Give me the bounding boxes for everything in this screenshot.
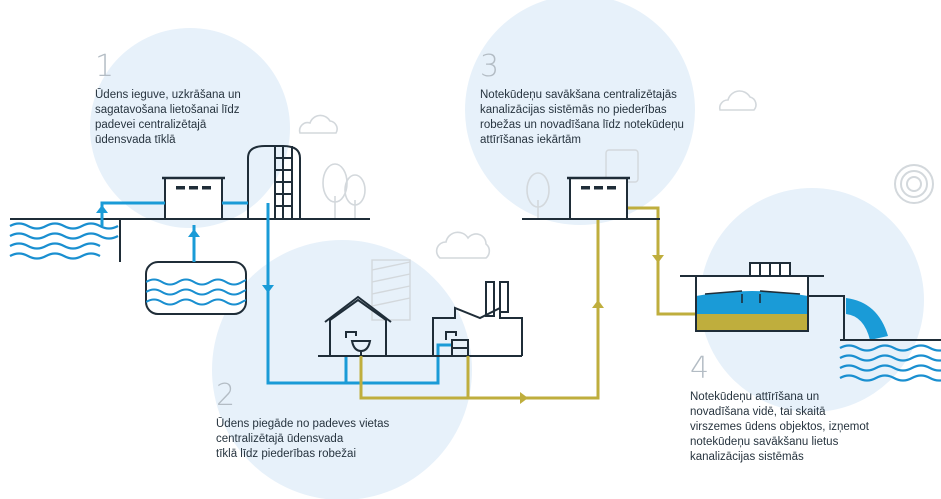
clean-water-arrows [96,205,274,293]
cloud-icon [718,90,757,111]
step-number: 2 [216,378,236,413]
tree-icon [322,163,366,219]
description-line: sagatavošana lietošanai līdz [95,104,240,116]
step-description: Ūdens ieguve, uzkrāšana un sagatavošana … [95,88,270,148]
description-line: attīrīšanas iekārtām [480,134,581,146]
description-line: Notekūdeņu attīrīšana un [690,391,820,403]
description-line: kanalizācijas sistēmās no piederības [480,104,667,116]
step-4: 4 Notekūdeņu attīrīšana un novadīšana vi… [690,352,890,465]
step-number: 4 [690,351,710,386]
step2-bubble [212,240,472,499]
description-line: notekūdeņu savākšanu lietus [690,436,839,448]
water-tower-icon [247,145,301,219]
description-line: virszemes ūdens objektos, izņemot [690,421,869,433]
step-description: Notekūdeņu savākšana centralizētajās kan… [480,88,720,148]
cloud-icon [435,231,491,259]
description-line: kanalizācijas sistēmās [690,451,804,463]
waste-water-arrows [520,255,664,404]
reservoir-icon [145,261,247,315]
tree-icon [526,172,550,219]
step-number: 1 [95,49,115,84]
description-line: centralizētajā ūdensvada [216,433,344,445]
description-line: padevei centralizētajā [95,119,207,131]
step4-bubble [700,188,924,412]
tap-icon [445,331,457,340]
description-line: Ūdens piegāde no padeves vietas [216,418,390,430]
description-line: ūdensvada tīklā [95,134,176,146]
step-1: 1 Ūdens ieguve, uzkrāšana un sagatavošan… [95,50,270,148]
house-icon [324,295,392,356]
description-line: novadīšana vidē, tai skaitā [690,406,826,418]
step-description: Notekūdeņu attīrīšana un novadīšana vidē… [690,390,890,465]
description-line: Ūdens ieguve, uzkrāšana un [95,89,241,101]
outlet-pipe [808,295,888,340]
pump-station-icon [162,176,225,220]
ground-step1 [10,218,370,262]
step-3: 3 Notekūdeņu savākšana centralizētajās k… [480,50,720,148]
description-line: robežas un novadīšana līdz notekūdeņu [480,119,684,131]
description-line: Notekūdeņu savākšana centralizētajās [480,89,677,101]
source-water-body [9,222,119,260]
step-description: Ūdens piegāde no padeves vietas centrali… [216,417,416,462]
step-2: 2 Ūdens piegāde no padeves vietas centra… [216,379,416,462]
sink-icon [350,340,372,356]
step1-bubble [90,28,290,228]
receiving-water-body [839,339,941,382]
step-number: 3 [480,49,500,84]
treatment-plant-icon [680,262,824,332]
pump-station-icon [567,176,630,220]
tap-icon [345,331,357,338]
description-line: tīklā līdz piederības robežai [216,448,356,460]
signal-icon [894,164,934,204]
factory-icon [432,281,523,357]
cloud-icon [298,114,338,134]
